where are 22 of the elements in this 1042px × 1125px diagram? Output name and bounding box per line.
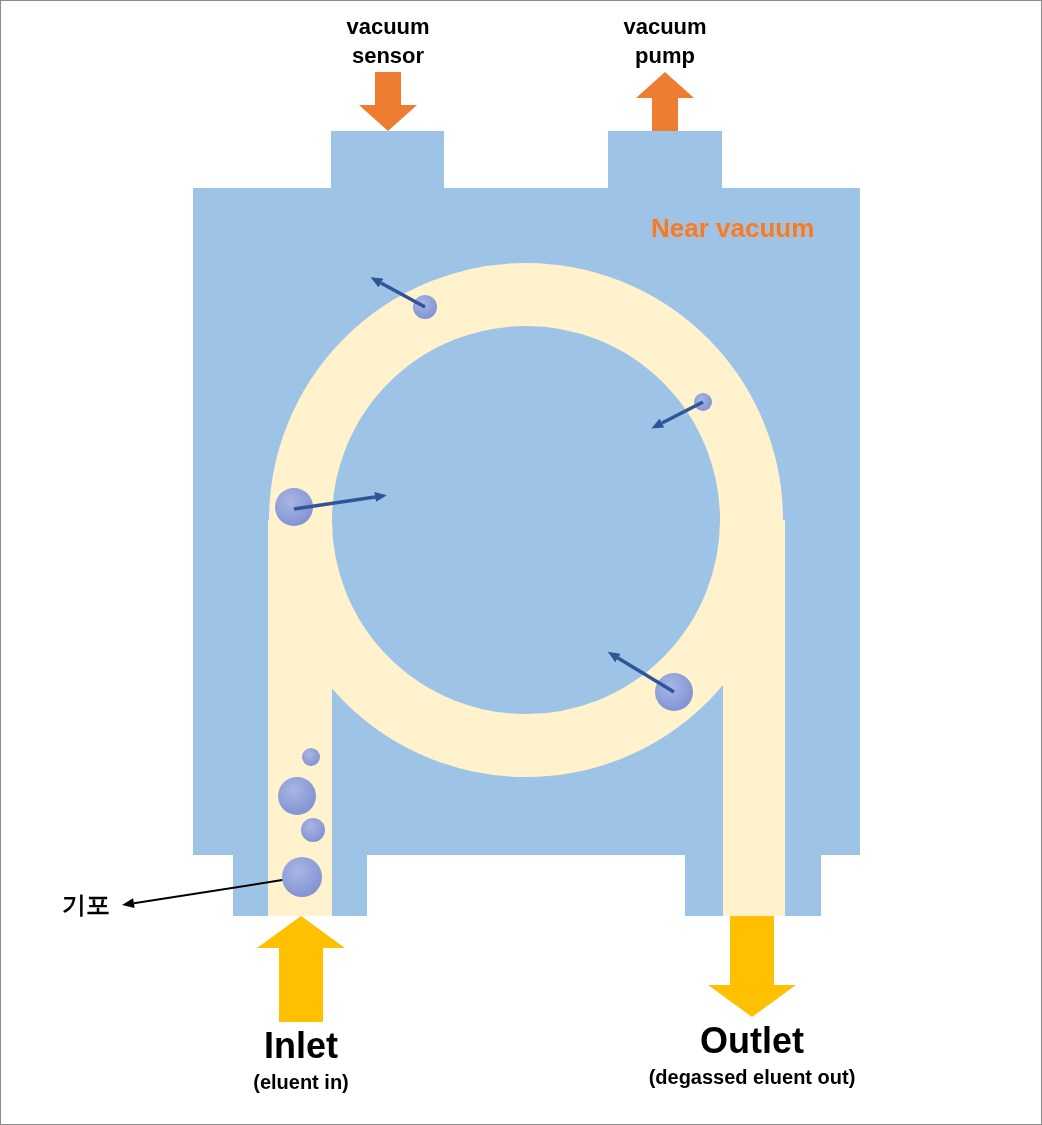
bubble bbox=[282, 857, 322, 897]
bubble bbox=[302, 748, 320, 766]
bubble bbox=[694, 393, 712, 411]
vacuum-chamber bbox=[193, 131, 860, 916]
block-arrow bbox=[257, 916, 345, 1022]
sub-label: (eluent in) bbox=[252, 1070, 350, 1095]
bubble-label: 기포 bbox=[61, 890, 111, 920]
bubble bbox=[413, 295, 437, 319]
bubble bbox=[275, 488, 313, 526]
port-label: vacuum pump bbox=[622, 13, 708, 70]
bubble bbox=[655, 673, 693, 711]
region-label: Near vacuum bbox=[651, 213, 815, 244]
bubble bbox=[301, 818, 325, 842]
outlet-label: Outlet bbox=[699, 1019, 805, 1063]
block-arrow bbox=[636, 72, 694, 131]
port-label: vacuum sensor bbox=[345, 13, 431, 70]
block-arrow bbox=[708, 916, 796, 1017]
sub-label: (degassed eluent out) bbox=[647, 1065, 857, 1090]
leader-line bbox=[122, 879, 284, 909]
bubble bbox=[278, 777, 316, 815]
block-arrow bbox=[359, 72, 417, 131]
inlet-label: Inlet bbox=[263, 1024, 339, 1068]
